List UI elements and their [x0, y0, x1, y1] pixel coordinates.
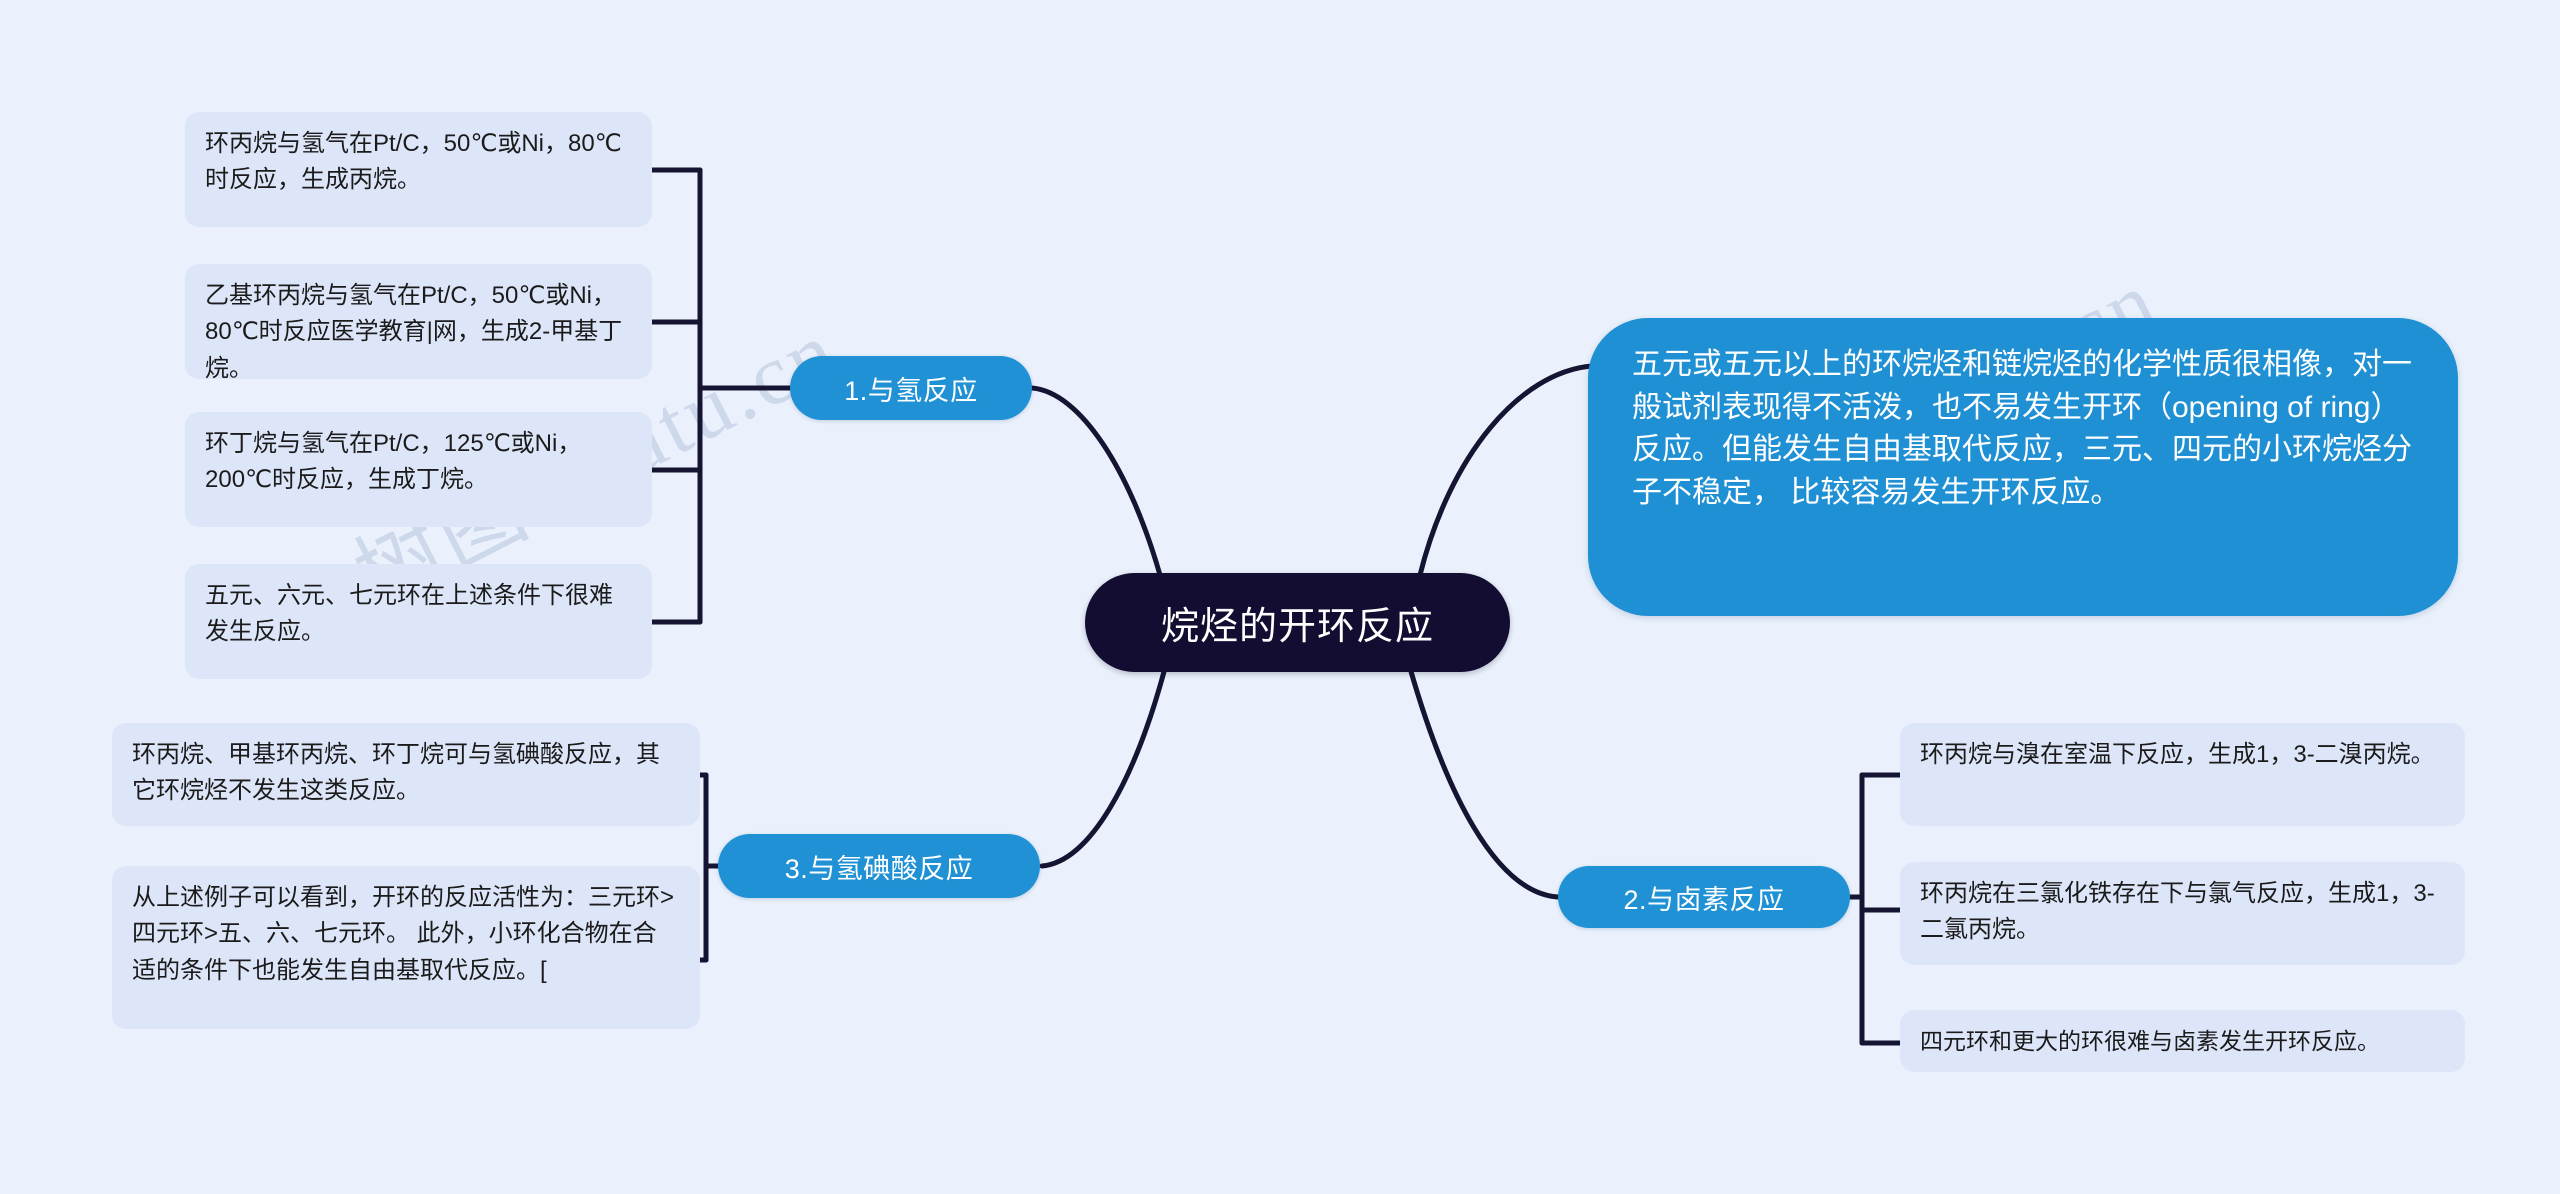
leaf-hydrogen-2[interactable]: 乙基环丙烷与氢气在Pt/C，50℃或Ni，80℃时反应医学教育|网，生成2-甲基… — [185, 264, 652, 382]
summary-card-text: 五元或五元以上的环烷烃和链烷烃的化学性质很相像，对一般试剂表现得不活泼，也不易发… — [1632, 348, 2412, 509]
leaf-halogen-2-text: 环丙烷在三氯化铁存在下与氯气反应，生成1，3-二氯丙烷。 — [1920, 880, 2435, 944]
leaf-halogen-1-text: 环丙烷与溴在室温下反应，生成1，3-二溴丙烷。 — [1920, 741, 2435, 768]
branch-node-hydrogen-label: 1.与氢反应 — [844, 375, 978, 406]
leaf-hydroiodic-2-text: 从上述例子可以看到，开环的反应活性为：三元环>四元环>五、六、七元环。 此外，小… — [132, 884, 675, 984]
leaf-halogen-3[interactable]: 四元环和更大的环很难与卤素发生开环反应。 — [1900, 1010, 2465, 1072]
leaf-hydrogen-1[interactable]: 环丙烷与氢气在Pt/C，50℃或Ni，80℃时反应，生成丙烷。 — [185, 112, 652, 227]
leaf-hydrogen-3-text: 环丁烷与氢气在Pt/C，125℃或Ni，200℃时反应，生成丁烷。 — [205, 430, 582, 494]
leaf-hydrogen-4[interactable]: 五元、六元、七元环在上述条件下很难发生反应。 — [185, 564, 652, 679]
leaf-hydroiodic-2[interactable]: 从上述例子可以看到，开环的反应活性为：三元环>四元环>五、六、七元环。 此外，小… — [112, 866, 700, 1029]
leaf-hydrogen-1-text: 环丙烷与氢气在Pt/C，50℃或Ni，80℃时反应，生成丙烷。 — [205, 130, 622, 194]
leaf-hydroiodic-1-text: 环丙烷、甲基环丙烷、环丁烷可与氢碘酸反应，其它环烷烃不发生这类反应。 — [132, 741, 660, 805]
branch-node-halogen-label: 2.与卤素反应 — [1623, 884, 1785, 915]
leaf-halogen-1[interactable]: 环丙烷与溴在室温下反应，生成1，3-二溴丙烷。 — [1900, 723, 2465, 826]
leaf-hydrogen-4-text: 五元、六元、七元环在上述条件下很难发生反应。 — [205, 582, 613, 646]
leaf-hydrogen-3[interactable]: 环丁烷与氢气在Pt/C，125℃或Ni，200℃时反应，生成丁烷。 — [185, 412, 652, 527]
summary-card[interactable]: 五元或五元以上的环烷烃和链烷烃的化学性质很相像，对一般试剂表现得不活泼，也不易发… — [1588, 318, 2458, 616]
root-node[interactable]: 烷烃的开环反应 — [1085, 573, 1510, 672]
leaf-hydrogen-2-text: 乙基环丙烷与氢气在Pt/C，50℃或Ni，80℃时反应医学教育|网，生成2-甲基… — [205, 282, 623, 382]
root-node-label: 烷烃的开环反应 — [1160, 606, 1434, 648]
leaf-halogen-3-text: 四元环和更大的环很难与卤素发生开环反应。 — [1920, 1027, 2380, 1054]
leaf-halogen-2[interactable]: 环丙烷在三氯化铁存在下与氯气反应，生成1，3-二氯丙烷。 — [1900, 862, 2465, 965]
branch-node-halogen[interactable]: 2.与卤素反应 — [1558, 866, 1850, 928]
leaf-hydroiodic-1[interactable]: 环丙烷、甲基环丙烷、环丁烷可与氢碘酸反应，其它环烷烃不发生这类反应。 — [112, 723, 700, 826]
branch-node-hydroiodic[interactable]: 3.与氢碘酸反应 — [718, 834, 1040, 898]
branch-node-hydroiodic-label: 3.与氢碘酸反应 — [784, 853, 974, 884]
branch-node-hydrogen[interactable]: 1.与氢反应 — [790, 356, 1032, 420]
